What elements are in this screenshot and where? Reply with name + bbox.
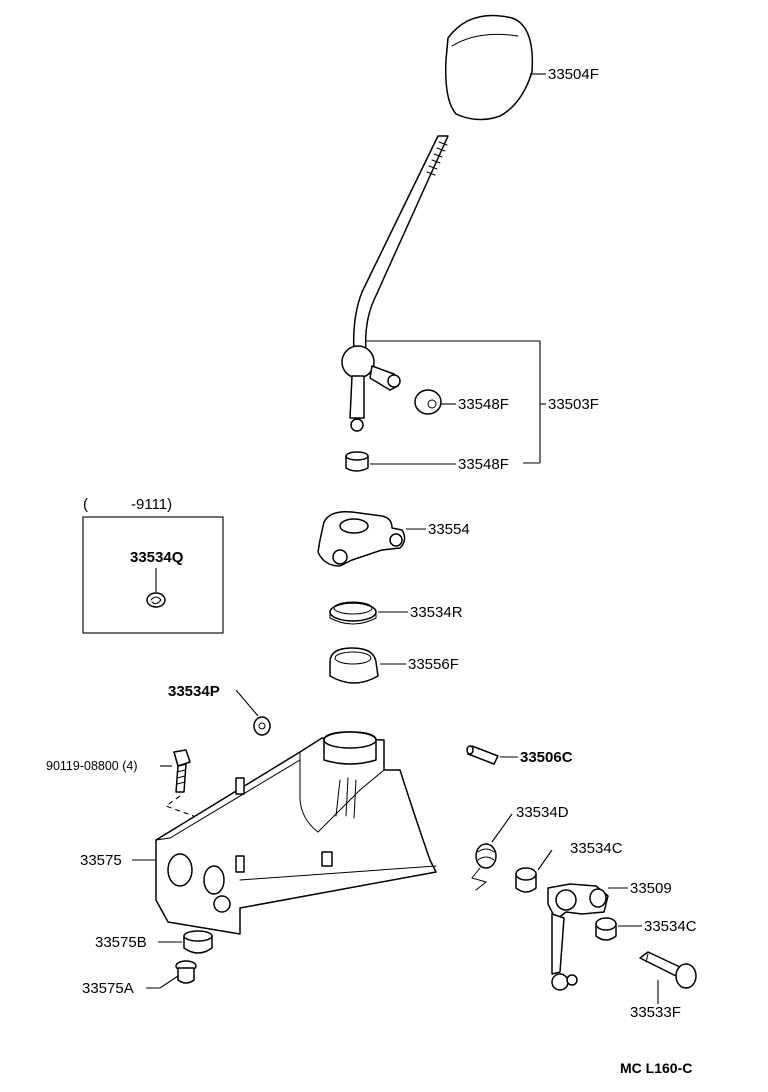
bush-c1-drawing: [515, 867, 537, 893]
label-cushion-b: 33575B: [95, 934, 147, 951]
bolt-drawing: [173, 749, 191, 793]
bushing-a-drawing: [414, 389, 442, 415]
label-lever-sub: 33509: [630, 880, 672, 897]
label-bushing-b: 33548F: [458, 456, 509, 473]
inset-header-open: (: [83, 496, 88, 513]
label-lever-assy: 33503F: [548, 396, 599, 413]
clip-p-drawing: [253, 716, 271, 736]
cushion-a-drawing: [175, 960, 197, 984]
spring-drawing: [471, 843, 497, 891]
lever-sub-drawing: [547, 883, 609, 991]
label-shift-knob: 33504F: [548, 66, 599, 83]
label-clip-p: 33534P: [168, 683, 220, 700]
inset-box: [82, 516, 224, 634]
label-pivot-pin: 33533F: [630, 1004, 681, 1021]
ring-r-drawing: [329, 601, 377, 625]
label-bush-c1: 33534C: [570, 840, 623, 857]
diagram-code: MC L160-C: [620, 1060, 692, 1076]
label-bolt: 90119-08800 (4): [46, 759, 138, 773]
housing-drawing: [155, 731, 437, 935]
label-cushion-a: 33575A: [82, 980, 134, 997]
cushion-b-drawing: [183, 930, 213, 954]
label-pin: 33506C: [520, 749, 573, 766]
pivot-pin-drawing: [639, 951, 697, 989]
label-bush-c2: 33534C: [644, 918, 697, 935]
label-spring: 33534D: [516, 804, 569, 821]
label-ring-r: 33534R: [410, 604, 463, 621]
bush-c2-drawing: [595, 917, 617, 941]
clip-q-drawing: [146, 592, 166, 608]
label-clip-q: 33534Q: [130, 549, 184, 566]
retainer-drawing: [317, 510, 406, 567]
inset-header-range: -9111): [131, 496, 172, 513]
label-seat: 33556F: [408, 656, 459, 673]
seat-drawing: [329, 647, 379, 684]
label-bushing-a: 33548F: [458, 396, 509, 413]
label-housing: 33575: [80, 852, 122, 869]
pin-drawing: [466, 745, 499, 765]
shift-knob-drawing: [444, 14, 534, 121]
label-retainer: 33554: [428, 521, 470, 538]
bushing-b-drawing: [345, 451, 369, 472]
shift-lever-drawing: [341, 135, 449, 432]
